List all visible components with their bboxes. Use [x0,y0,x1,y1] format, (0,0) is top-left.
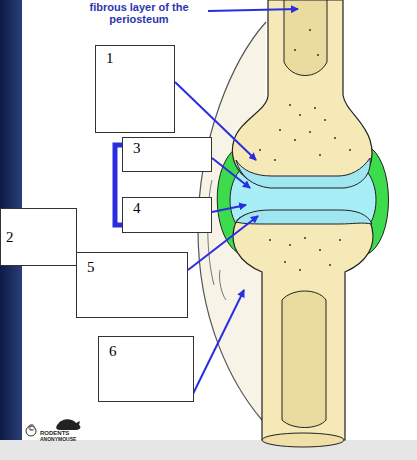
callout-number: 2 [6,229,14,246]
marrow-cavity [284,0,327,76]
structure-label: fibrous layer of the periosteum [70,1,208,25]
label-box: 6 [98,336,194,402]
callout-number: 3 [133,140,141,157]
callout-number: 6 [109,343,117,360]
bone-cut [262,433,344,447]
label-box: 3 [122,137,212,172]
callout-number: 1 [106,50,114,67]
articular-cartilage [236,158,370,188]
mouse-logo [56,419,80,430]
copyright-symbol: © [27,424,36,434]
lower-bone [233,212,373,440]
bracket-link [77,236,113,237]
logo-text: RODENTS [40,430,69,437]
spongy-bone [259,29,351,271]
logo-text: ANONYMOUSE [40,437,76,443]
bottom-strip [0,440,417,460]
label-box: 4 [122,197,212,233]
label-box: 5 [76,252,188,318]
capsule-fold [219,270,226,300]
label-box: 1 [95,45,175,133]
callout-number: 4 [133,200,141,217]
marrow-cavity [282,291,326,428]
callout-number: 5 [87,259,95,276]
label-box: 2 [0,208,77,266]
